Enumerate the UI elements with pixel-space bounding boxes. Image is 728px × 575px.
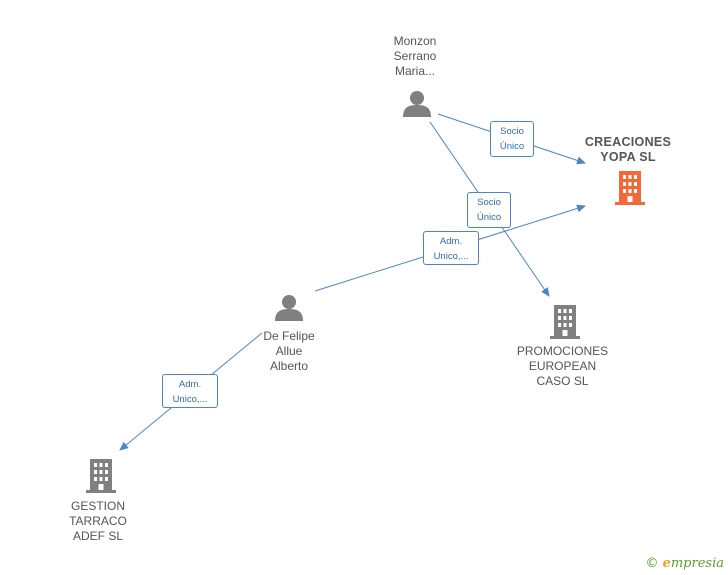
edge-label-defelipe-gestion: Adm. Unico,...	[162, 374, 218, 408]
brand-logo: © empresia	[645, 556, 724, 571]
company-label-gestion[interactable]: GESTION TARRACO ADEF SL	[69, 499, 127, 543]
brand-name: mpresia	[670, 556, 724, 571]
edge-label-defelipe-creaciones: Adm. Unico,...	[423, 231, 479, 265]
edge-label-monzon-creaciones: Socio Único	[490, 121, 534, 157]
building-icon[interactable]	[86, 459, 116, 493]
building-icon[interactable]	[550, 305, 580, 339]
company-label-promociones[interactable]: PROMOCIONES EUROPEAN CASO SL	[516, 344, 609, 388]
person-label-monzon[interactable]: Monzon Serrano Maria...	[393, 34, 437, 78]
company-label-creaciones[interactable]: CREACIONES YOPA SL	[584, 135, 672, 164]
person-icon[interactable]	[403, 91, 431, 117]
copyright-icon: ©	[645, 556, 659, 571]
edge-label-monzon-promociones: Socio Único	[467, 192, 511, 228]
building-icon[interactable]	[615, 171, 645, 205]
brand-initial: e	[662, 556, 671, 571]
person-label-defelipe[interactable]: De Felipe Allue Alberto	[263, 329, 315, 373]
person-icon[interactable]	[275, 295, 303, 321]
